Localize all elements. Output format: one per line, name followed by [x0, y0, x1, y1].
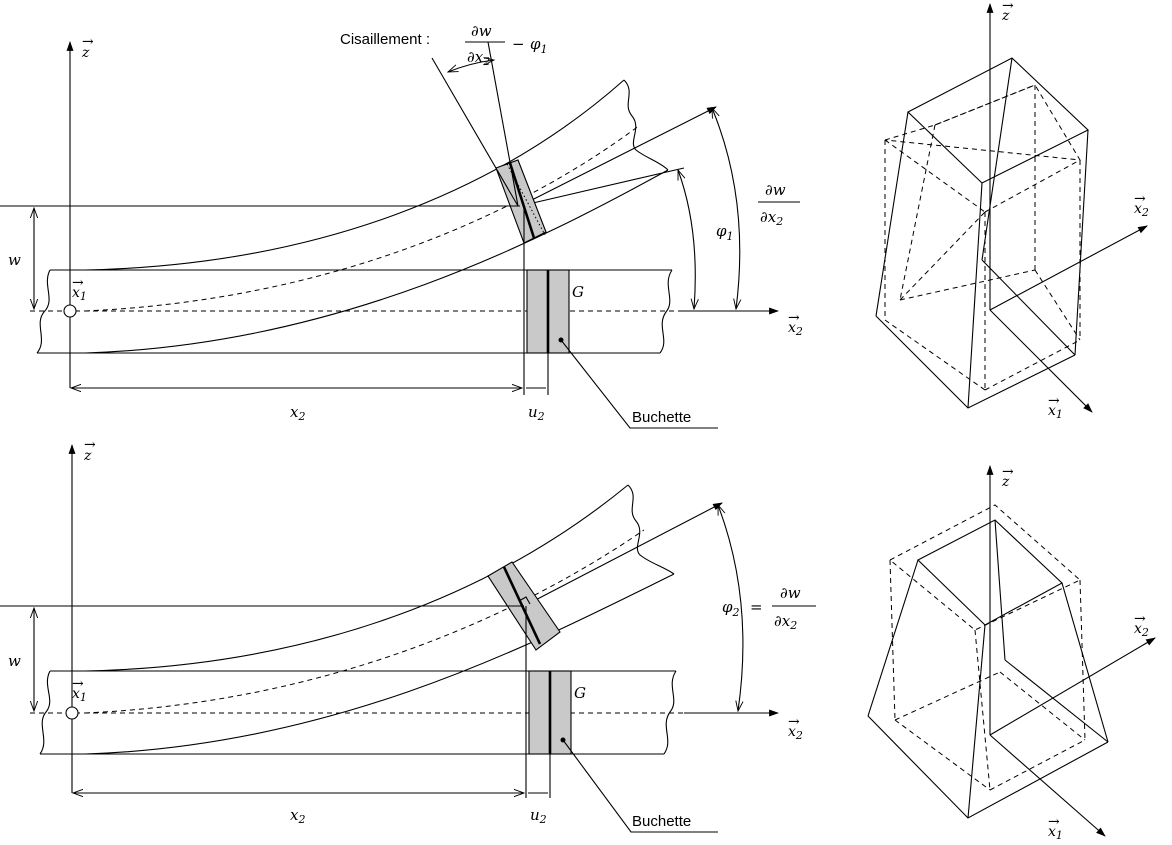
phi2-angle-arc: [717, 505, 743, 711]
svg-text:→: →: [788, 310, 800, 326]
deformed-top-edge-bottom: [84, 484, 629, 672]
x1-label-top: x1: [72, 285, 87, 303]
shear-label: Cisaillement : ∂w ∂x2 − φ1: [340, 22, 548, 68]
tangent-arrow-top: [519, 106, 717, 207]
shear-angle-arrow: [448, 60, 494, 73]
svg-text:→: →: [1002, 464, 1014, 480]
g-label-bottom: G: [574, 684, 586, 702]
svg-text:→: →: [1134, 611, 1146, 627]
svg-text:∂w: ∂w: [471, 22, 492, 40]
buchette-label-top: Buchette: [632, 409, 691, 426]
x2-axis-label-3d-top: x2: [1134, 201, 1149, 219]
z-axis-label-3d-top: z: [1001, 8, 1010, 24]
dwdx2-fraction-top: ∂w ∂x2: [758, 181, 800, 228]
x1-axis-symbol-bottom: [65, 706, 79, 720]
buchette-leader-top: [560, 339, 718, 429]
x1-axis-3d-bottom: [989, 734, 1106, 837]
deformed-neutral-axis: [84, 124, 641, 312]
deformed-right-break-bottom: [627, 484, 675, 575]
svg-text:→: →: [82, 34, 94, 50]
deformed-section-line: [508, 162, 536, 239]
phi1-angle-arc: [677, 170, 695, 309]
svg-text:→: →: [1002, 0, 1014, 14]
phi1-label: φ1: [716, 222, 734, 243]
box-3d-top: z → x1 → x2 →: [875, 0, 1149, 421]
svg-text:∂x2: ∂x2: [760, 208, 783, 228]
w-label-top: w: [8, 251, 21, 269]
x2-axis-3d-top: [989, 225, 1148, 311]
phi2-equals-dwdx2: φ2 = ∂w ∂x2: [722, 584, 816, 632]
x2-axis-label-3d-bottom: x2: [1134, 621, 1149, 639]
top-beam-panel: z → Buchette G w x1: [0, 22, 803, 429]
u2-label-top: u2: [528, 403, 545, 423]
deformed-neutral-axis-bottom: [84, 529, 645, 714]
svg-text:→: →: [788, 714, 800, 730]
x2-label-top: x2: [290, 403, 305, 423]
beam-right-break-bottom: [663, 670, 677, 755]
svg-text:−: −: [512, 35, 525, 53]
svg-text:φ1: φ1: [530, 35, 548, 56]
tangent-arrow-bottom: [523, 502, 723, 607]
svg-text:φ2: φ2: [722, 598, 740, 619]
z-axis-label-3d-bottom: z: [1001, 474, 1010, 490]
svg-text:∂x2: ∂x2: [774, 612, 797, 632]
svg-text:∂w: ∂w: [780, 584, 801, 602]
x1-axis-3d-top: [989, 309, 1093, 413]
z-axis-label-bottom: z: [83, 448, 92, 464]
svg-text:→: →: [1048, 814, 1060, 830]
svg-text:Cisaillement :: Cisaillement :: [340, 31, 430, 48]
shear-ref-line-2: [431, 57, 519, 207]
svg-text:→: →: [1048, 393, 1060, 409]
bottom-beam-panel: z → Buchette G w x1 → x2 u2: [0, 437, 816, 833]
x2-axis-label-bottom: x2: [788, 724, 803, 742]
deformed-bottom-edge: [84, 169, 669, 354]
x2-axis-3d-bottom: [989, 637, 1156, 736]
w-label-bottom: w: [8, 652, 21, 670]
deformed-right-break: [623, 79, 669, 171]
x1-axis-symbol-top: [63, 304, 77, 318]
right-angle-marker: [518, 596, 531, 605]
beam-left-break: [36, 269, 51, 354]
svg-text:∂w: ∂w: [765, 181, 786, 199]
normal-to-axis-dotted: [506, 163, 546, 236]
buchette-leader-bottom: [562, 739, 718, 833]
buchette-label-bottom: Buchette: [632, 813, 691, 830]
beam-left-break-bottom: [39, 670, 51, 755]
x1-axis-label-3d-bottom: x1: [1048, 824, 1063, 842]
beam-right-break: [659, 269, 673, 354]
u2-label-bottom: u2: [530, 806, 547, 826]
svg-text:→: →: [1134, 191, 1146, 207]
g-label-top: G: [572, 283, 584, 301]
sheared-box-top-face: [907, 57, 1089, 184]
svg-text:→: →: [84, 437, 96, 453]
deformed-bottom-edge-bottom: [84, 573, 675, 755]
svg-text:→: →: [72, 676, 84, 692]
x1-label-bottom: x1: [72, 686, 87, 704]
box-3d-bottom: z → x1 → x2 →: [867, 464, 1156, 842]
deformed-top-edge: [84, 79, 625, 271]
section-normal-line: [519, 167, 685, 207]
x2-label-bottom: x2: [290, 806, 305, 826]
x1-axis-label-3d-top: x1: [1048, 403, 1063, 421]
dwdx2-angle-arc: [712, 108, 740, 309]
svg-text:→: →: [72, 275, 84, 291]
z-axis-label-top: z: [81, 45, 90, 61]
x2-axis-label-top: x2: [788, 320, 803, 338]
svg-text:∂x2: ∂x2: [467, 48, 490, 68]
svg-text:=: =: [750, 598, 763, 616]
